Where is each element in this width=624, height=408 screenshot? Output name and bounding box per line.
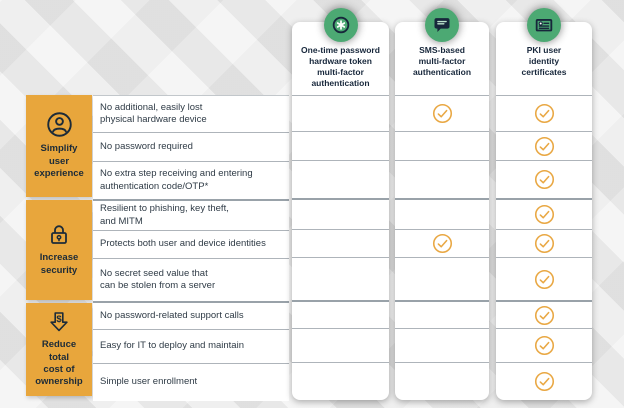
check-cell bbox=[395, 160, 489, 198]
check-circle-icon bbox=[534, 233, 555, 254]
check-cell bbox=[496, 95, 592, 131]
check-cell bbox=[395, 95, 489, 131]
column-title: PKI user identity certificates bbox=[521, 45, 567, 78]
column-title: One-time password hardware token multi-f… bbox=[301, 45, 380, 89]
svg-text:$: $ bbox=[56, 315, 62, 326]
check-cell bbox=[292, 229, 389, 257]
check-cell bbox=[496, 362, 592, 400]
check-cell bbox=[292, 300, 389, 328]
check-circle-icon bbox=[534, 103, 555, 124]
check-cell bbox=[292, 160, 389, 198]
check-cell bbox=[496, 328, 592, 362]
column-cells bbox=[395, 95, 489, 400]
column-otp-hardware-token: One-time password hardware token multi-f… bbox=[292, 8, 389, 400]
sms-message-icon bbox=[425, 8, 459, 42]
check-circle-icon bbox=[432, 103, 453, 124]
column-pki-certificates: PKI user identity certificates bbox=[496, 8, 592, 400]
check-cell bbox=[395, 131, 489, 160]
check-circle-icon bbox=[534, 269, 555, 290]
feature-row-label: Easy for IT to deploy and maintain bbox=[93, 329, 289, 363]
check-cell bbox=[496, 257, 592, 300]
group-increase-security: Increase security bbox=[26, 200, 92, 300]
group-label: Increase security bbox=[39, 252, 79, 276]
feature-row-label: No additional, easily lost physical hard… bbox=[100, 101, 207, 125]
pki-certificate-icon bbox=[527, 8, 561, 42]
padlock-icon bbox=[47, 223, 71, 247]
check-circle-icon bbox=[534, 305, 555, 326]
check-circle-icon bbox=[534, 335, 555, 356]
feature-row-label: No extra step receiving and entering aut… bbox=[93, 161, 289, 199]
check-cell bbox=[496, 160, 592, 198]
feature-row-label: No password-related support calls bbox=[93, 301, 289, 329]
column-cells bbox=[496, 95, 592, 400]
check-cell bbox=[395, 300, 489, 328]
check-cell bbox=[496, 131, 592, 160]
check-cell bbox=[292, 362, 389, 400]
check-cell bbox=[395, 328, 489, 362]
check-cell bbox=[496, 300, 592, 328]
feature-row-label: Resilient to phishing, key theft, and MI… bbox=[93, 199, 289, 230]
check-cell bbox=[395, 257, 489, 300]
group-label: Simplify user experience bbox=[34, 143, 84, 180]
check-cell bbox=[292, 95, 389, 131]
feature-label-panel: No additional, easily lost physical hard… bbox=[93, 95, 289, 401]
otp-hardware-token-icon bbox=[323, 8, 358, 42]
check-circle-icon bbox=[534, 169, 555, 190]
check-cell bbox=[395, 229, 489, 257]
check-cell bbox=[292, 257, 389, 300]
column-cells bbox=[292, 95, 389, 400]
group-simplify-user-experience: Simplify user experience bbox=[26, 95, 92, 197]
column-title: SMS-based multi-factor authentication bbox=[412, 45, 472, 78]
group-label: Reduce total cost of ownership bbox=[35, 339, 83, 388]
check-cell bbox=[496, 229, 592, 257]
check-circle-icon bbox=[432, 233, 453, 254]
check-cell bbox=[292, 198, 389, 229]
feature-row-label: No secret seed value that can be stolen … bbox=[93, 258, 289, 301]
check-cell bbox=[395, 198, 489, 229]
check-cell bbox=[292, 328, 389, 362]
feature-row-label: Protects both user and device identities bbox=[93, 230, 289, 258]
dollar-down-icon: $ bbox=[47, 310, 71, 334]
check-cell bbox=[292, 131, 389, 160]
check-cell bbox=[496, 198, 592, 229]
user-profile-icon bbox=[46, 111, 73, 138]
group-reduce-total-cost: $ Reduce total cost of ownership bbox=[26, 303, 92, 396]
feature-row-label: Simple user enrollment bbox=[93, 363, 289, 401]
check-circle-icon bbox=[534, 371, 555, 392]
check-circle-icon bbox=[534, 136, 555, 157]
check-circle-icon bbox=[534, 204, 555, 225]
check-cell bbox=[395, 362, 489, 400]
column-sms-based: SMS-based multi-factor authentication bbox=[395, 8, 489, 400]
feature-row-label: No password required bbox=[93, 132, 289, 161]
